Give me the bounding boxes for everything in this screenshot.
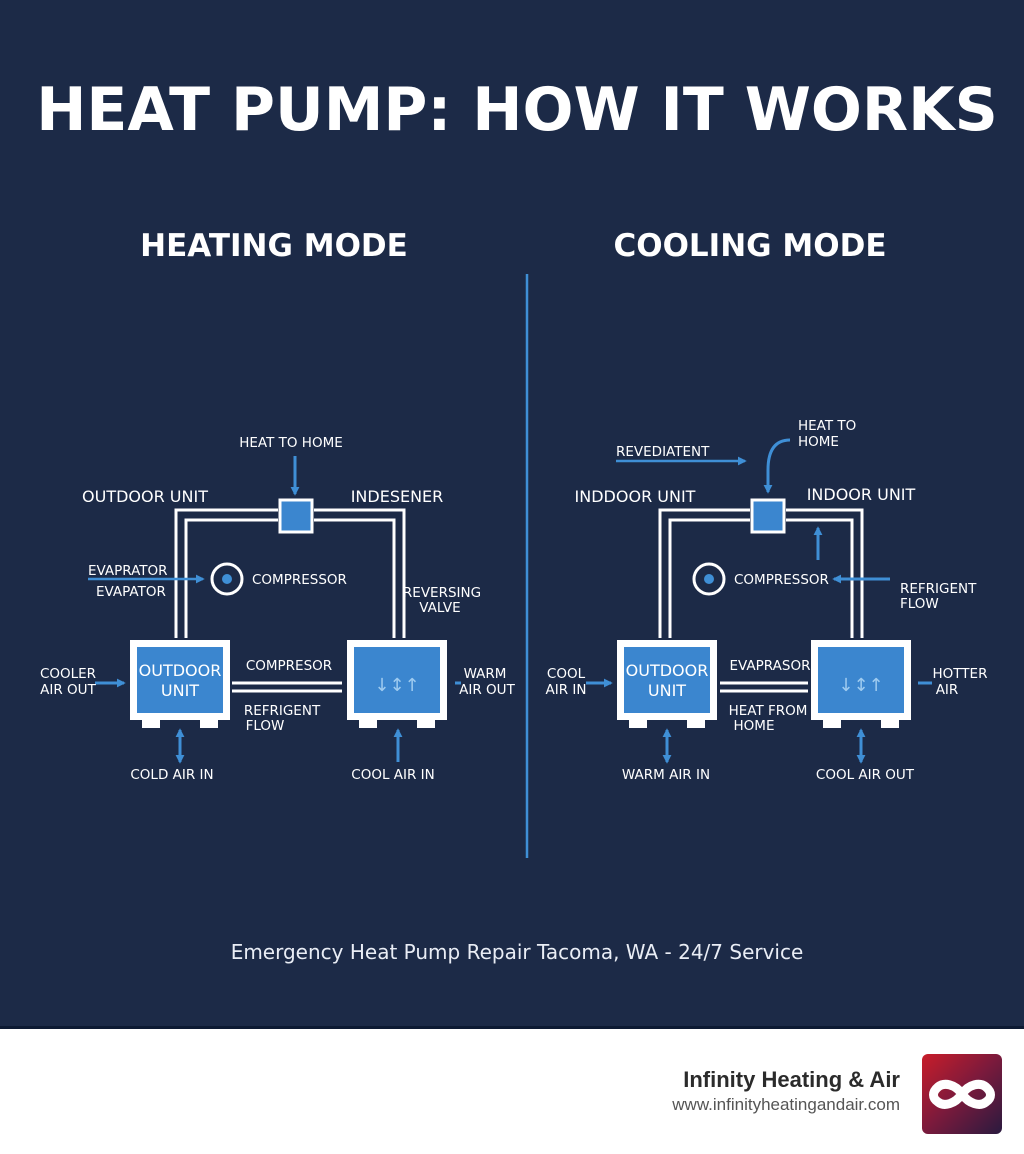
cooling-evaporator-label: EVAPRASOR — [730, 658, 811, 674]
heating-cooler-air-label: COOLER — [40, 666, 96, 682]
cooling-mode-heading: COOLING MODE — [613, 228, 886, 264]
cooling-indoor-unit-icon: ↓↕↑ — [811, 640, 911, 728]
arrow-icon — [763, 438, 791, 494]
cooling-outdoor-box-label: UNIT — [648, 681, 686, 700]
cooling-warm-air-in-label: WARM AIR IN — [622, 767, 710, 783]
heating-mode-heading: HEATING MODE — [140, 228, 408, 264]
cooling-outdoor-unit-icon — [617, 640, 717, 728]
heating-cool-air-in-label: COOL AIR IN — [351, 767, 434, 783]
cooling-diagram: OUTDOOR UNIT ↓↕↑ REVEDIATENT HEAT TO HOM… — [546, 418, 988, 783]
heating-reversing-valve-label: VALVE — [419, 600, 460, 616]
brand-name: Infinity Heating & Air — [683, 1067, 900, 1092]
infinity-icon — [929, 1079, 995, 1109]
cooling-refrigerant-flow-label: REFRIGENT — [900, 581, 977, 597]
heating-diagram: OUTDOOR UNIT ↓↕↑ HEAT TO HOME OUTDOOR UN… — [40, 435, 516, 783]
heating-cooler-air-label: AIR OUT — [40, 682, 96, 698]
cooling-compressor-label: COMPRESSOR — [734, 572, 829, 588]
cooling-valve — [750, 498, 786, 534]
heating-warm-air-label: AIR OUT — [459, 682, 515, 698]
cooling-cool-air-in-label: AIR IN — [546, 682, 587, 698]
cooling-compressor-icon — [692, 562, 726, 596]
heating-refrigerant-flow-label: REFRIGENT — [244, 703, 321, 719]
heating-outdoor-box-label: OUTDOOR — [139, 661, 222, 680]
brand-logo — [922, 1054, 1002, 1134]
heating-compressor-label: COMPRESSOR — [252, 572, 347, 588]
cooling-indoor-unit-label: INDOOR UNIT — [807, 485, 916, 504]
heating-heat-to-home: HEAT TO HOME — [239, 435, 343, 451]
cooling-cool-air-out-label: COOL AIR OUT — [816, 767, 915, 783]
heating-cold-air-in-label: COLD AIR IN — [130, 767, 213, 783]
brand-url[interactable]: www.infinityheatingandair.com — [672, 1095, 900, 1114]
heating-outdoor-unit-label: OUTDOOR UNIT — [82, 487, 208, 506]
caption: Emergency Heat Pump Repair Tacoma, WA - … — [231, 940, 804, 964]
cooling-heat-to-home-label: HOME — [798, 434, 839, 450]
cooling-hotter-air-label: HOTTER — [933, 666, 988, 682]
svg-text:↓↕↑: ↓↕↑ — [374, 675, 419, 696]
heating-evaporator-label: EVAPRATOR — [88, 563, 168, 579]
cooling-cool-air-in-label: COOL — [547, 666, 586, 682]
heating-evaporator-label: EVAPATOR — [96, 584, 166, 600]
heating-warm-air-label: WARM — [464, 666, 507, 682]
heating-reversing-valve-label: REVERSING — [403, 585, 481, 601]
cooling-heat-from-home-label: HOME — [734, 718, 775, 734]
infographic-poster: HEAT PUMP: HOW IT WORKS HEATING MODE COO… — [0, 0, 1024, 1026]
cooling-heat-to-home-label: HEAT TO — [798, 418, 856, 434]
cooling-revediatent-label: REVEDIATENT — [616, 444, 710, 460]
heating-indesener-label: INDESENER — [351, 487, 444, 506]
brand-footer: Infinity Heating & Air www.infinityheati… — [0, 1026, 1024, 1154]
cooling-refrigerant-flow-label: FLOW — [900, 596, 939, 612]
heating-refrigerant-pipe — [174, 508, 406, 693]
cooling-hotter-air-label: AIR — [936, 682, 959, 698]
heating-compressor-icon — [210, 562, 244, 596]
heat-pump-diagram: HEAT PUMP: HOW IT WORKS HEATING MODE COO… — [36, 75, 998, 964]
heating-compresor-label: COMPRESOR — [246, 658, 332, 674]
heating-refrigerant-flow-label: FLOW — [246, 718, 285, 734]
svg-text:↓↕↑: ↓↕↑ — [838, 675, 883, 696]
page-title: HEAT PUMP: HOW IT WORKS — [36, 75, 998, 145]
cooling-inddoor-unit-label: INDDOOR UNIT — [575, 487, 696, 506]
cooling-outdoor-box-label: OUTDOOR — [626, 661, 709, 680]
heating-outdoor-box-label: UNIT — [161, 681, 199, 700]
heating-outdoor-unit-icon — [130, 640, 230, 728]
cooling-refrigerant-pipe — [658, 508, 864, 693]
heating-indoor-unit-icon: ↓↕↑ — [347, 640, 447, 728]
heating-valve — [278, 498, 314, 534]
cooling-heat-from-home-label: HEAT FROM — [729, 703, 808, 719]
